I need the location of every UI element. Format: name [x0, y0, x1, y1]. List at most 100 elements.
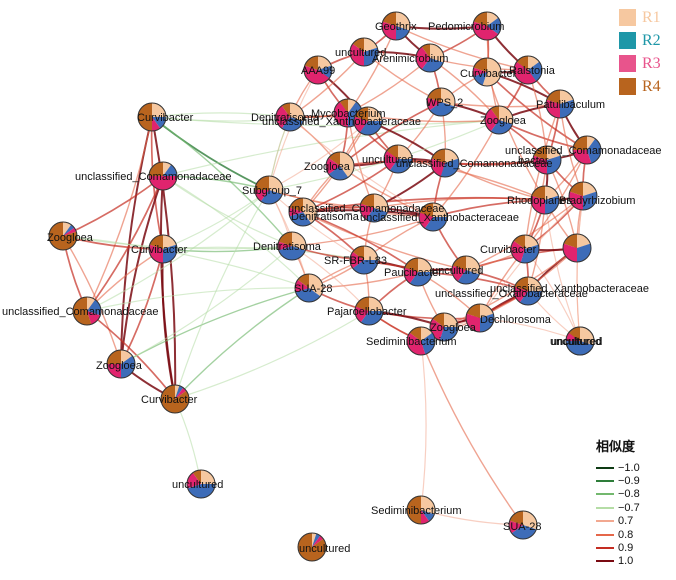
network-edge: [161, 248, 176, 400]
node-label: Zoogloea: [304, 161, 351, 173]
node-outline: [513, 55, 543, 85]
node-pie-slice: [466, 256, 481, 275]
node-pie-slice: [152, 117, 161, 131]
node-pie-slice: [563, 234, 577, 248]
node-outline: [403, 257, 433, 287]
group-legend-item: R1: [619, 6, 675, 29]
node-outline: [406, 495, 436, 525]
network-edge: [162, 175, 293, 247]
network-edge: [151, 116, 293, 247]
node-label: Subgroup_7: [242, 185, 302, 197]
similarity-legend-item: −0.9: [596, 474, 674, 487]
node-pie-slice: [482, 58, 502, 87]
network-edge: [524, 103, 561, 250]
node-outline: [294, 273, 324, 303]
network-node: [277, 231, 307, 261]
node-pie-slice: [326, 157, 340, 175]
node-pie-slice: [418, 258, 432, 272]
node-pie-slice: [404, 258, 418, 272]
network-node: [353, 106, 383, 136]
node-pie-slice: [312, 535, 324, 547]
group-label: R3: [642, 54, 661, 72]
node-outline: [349, 37, 379, 67]
network-node: [430, 148, 460, 178]
node-pie-slice: [149, 162, 163, 176]
node-pie-slice: [87, 297, 96, 311]
node-pie-slice: [382, 12, 396, 26]
node-outline: [562, 233, 592, 263]
node-pie-slice: [312, 533, 317, 547]
node-pie-slice: [528, 56, 540, 70]
node-pie-slice: [473, 67, 487, 77]
network-node: [186, 469, 216, 499]
similarity-line-swatch: [596, 466, 614, 469]
network-node: [513, 276, 543, 306]
group-label: R2: [642, 31, 661, 49]
similarity-label: −0.8: [618, 488, 640, 501]
node-outline: [451, 255, 481, 285]
node-outline: [72, 296, 102, 326]
network-edge: [120, 175, 164, 365]
similarity-legend-item: −1.0: [596, 461, 674, 474]
node-pie-slice: [295, 279, 309, 293]
network-node: [472, 11, 502, 41]
network-node: [508, 510, 538, 540]
node-pie-slice: [201, 470, 215, 484]
node-pie-slice: [573, 150, 592, 164]
similarity-legend: 相似度 −1.0 −0.9 −0.8 −0.7 0.7 0.8 0.9 1.0: [596, 436, 674, 568]
network-node: [530, 185, 560, 215]
node-pie-slice: [445, 149, 459, 163]
network-node: [465, 303, 495, 333]
network-node: [349, 37, 379, 67]
group-swatch-r3: [619, 55, 636, 72]
node-pie-slice: [568, 191, 583, 210]
node-pie-slice: [364, 38, 378, 52]
node-pie-slice: [421, 510, 435, 522]
node-pie-slice: [528, 61, 542, 82]
node-pie-slice: [587, 136, 596, 150]
similarity-label: −0.9: [618, 475, 640, 488]
node-pie-slice: [175, 385, 180, 399]
node-pie-slice: [431, 149, 445, 163]
network-node: [472, 57, 502, 87]
node-label: uncultured: [335, 47, 386, 59]
node-label: WPS_2: [426, 97, 463, 109]
similarity-legend-item: 0.7: [596, 515, 674, 528]
node-pie-slice: [328, 152, 340, 166]
node-pie-slice: [560, 90, 574, 104]
node-pie-slice: [163, 162, 172, 176]
node-pie-slice: [87, 311, 101, 325]
network-edge: [62, 235, 122, 365]
network-node: [572, 135, 602, 165]
node-pie-slice: [487, 17, 501, 35]
node-pie-slice: [545, 186, 559, 200]
node-outline: [383, 144, 413, 174]
node-outline: [353, 106, 383, 136]
node-pie-slice: [269, 176, 284, 195]
node-pie-slice: [441, 88, 455, 107]
node-pie-slice: [511, 525, 537, 540]
node-pie-slice: [384, 150, 398, 171]
node-pie-slice: [568, 327, 580, 341]
node-outline: [406, 326, 436, 356]
node-label: SUA-28: [294, 283, 333, 295]
network-edge: [420, 340, 524, 526]
network-edge: [86, 116, 153, 312]
node-pie-slice: [187, 472, 201, 489]
node-pie-slice: [368, 107, 382, 121]
network-node: [429, 312, 459, 342]
network-edge: [174, 189, 270, 400]
node-pie-slice: [429, 102, 455, 116]
node-label: Pedomicrobium: [428, 21, 504, 33]
network-edge: [544, 199, 581, 342]
network-edge: [289, 116, 434, 218]
node-pie-slice: [485, 108, 499, 132]
node-pie-slice: [519, 291, 542, 306]
network-node: [451, 255, 481, 285]
node-pie-slice: [433, 203, 447, 217]
network-node: [562, 233, 592, 263]
network-edge: [162, 119, 500, 177]
group-swatch-r4: [619, 78, 636, 95]
node-outline: [48, 221, 78, 251]
